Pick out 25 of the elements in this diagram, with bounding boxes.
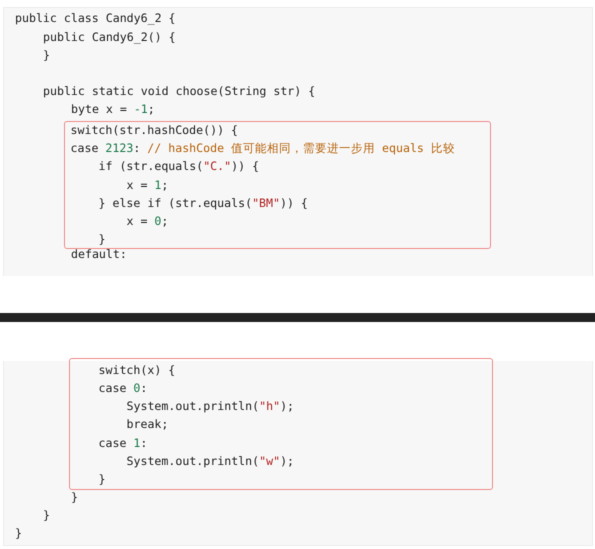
code-line: if (str.equals("C.")) { xyxy=(98,158,260,174)
highlight-box xyxy=(64,121,491,249)
code-line: byte x = -1; xyxy=(71,101,155,117)
code-line: x = 0; xyxy=(126,213,168,229)
closing-brace: } xyxy=(98,471,106,487)
code-line: x = 1; xyxy=(126,177,168,193)
code-line: break; xyxy=(126,416,168,432)
code-line: System.out.println("w"); xyxy=(126,453,294,469)
code-line: public class Candy6_2 { xyxy=(15,10,176,26)
closing-brace: } xyxy=(15,525,22,541)
code-line: default: xyxy=(71,246,127,262)
code-line: case 0: xyxy=(98,380,148,396)
code-line: case 2123: // hashCode 值可能相同，需要进一步用 equals 比较 xyxy=(70,140,455,156)
closing-brace: } xyxy=(43,507,50,523)
code-line: public static void choose(String str) { xyxy=(43,83,316,99)
code-line: switch(x) { xyxy=(98,362,176,378)
code-line: public Candy6_2() { xyxy=(43,29,176,45)
code-line: } else if (str.equals("BM")) { xyxy=(98,195,308,211)
closing-brace: } xyxy=(71,489,78,505)
highlight-box xyxy=(69,358,493,490)
closing-brace: } xyxy=(98,231,106,247)
code-line: switch(str.hashCode()) { xyxy=(70,122,238,138)
code-line: case 1: xyxy=(98,435,148,451)
code-line: System.out.println("h"); xyxy=(126,398,294,414)
closing-brace: } xyxy=(43,47,50,63)
